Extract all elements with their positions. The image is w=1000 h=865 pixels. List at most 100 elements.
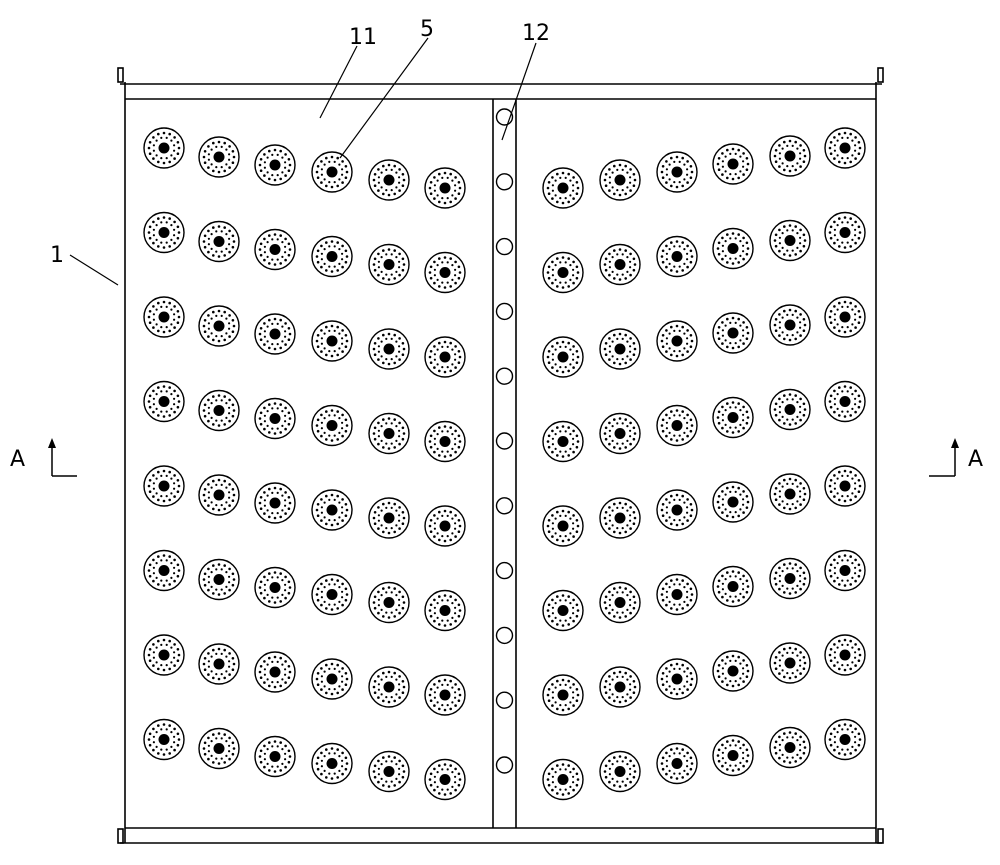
nozzle-hole	[372, 178, 376, 182]
nozzle-hole	[284, 512, 287, 515]
nozzle-hole	[287, 169, 291, 172]
nozzle-hole	[225, 571, 228, 574]
nozzle-hole	[344, 587, 348, 591]
nozzle-hole	[207, 665, 210, 668]
nozzle-hole	[165, 728, 168, 731]
nozzle-hole	[686, 603, 689, 607]
nozzle-hole	[268, 515, 271, 519]
nozzle-hole	[547, 603, 551, 607]
nozzle-hole	[675, 662, 679, 666]
nozzle-hole	[731, 262, 735, 265]
nozzle-hole	[436, 348, 439, 351]
nozzle-hole	[616, 337, 619, 340]
nozzle-hole	[207, 327, 210, 330]
nozzle-hole	[778, 743, 782, 746]
nozzle-hole	[212, 254, 215, 257]
nozzle-hole	[373, 522, 377, 525]
nozzle-hole	[398, 598, 401, 601]
nozzle-hole	[225, 247, 228, 250]
nozzle-hole	[551, 274, 555, 277]
nozzle-hole	[561, 708, 565, 712]
nozzle-hole	[373, 691, 377, 694]
nozzle-hole	[398, 337, 401, 340]
nozzle-hole	[788, 477, 792, 481]
nozzle-hole	[176, 225, 180, 229]
nozzle-hole	[316, 418, 320, 422]
nozzle-hole	[726, 148, 729, 152]
nozzle-hole	[783, 478, 786, 482]
nozzle-hole	[846, 664, 849, 667]
nozzle-hole	[380, 693, 383, 696]
nozzle-hole	[673, 414, 676, 417]
nozzle-hole	[675, 523, 679, 527]
nozzle-hole	[231, 403, 235, 407]
nozzle-hole	[330, 608, 334, 611]
nozzle-hole	[279, 262, 283, 265]
nozzle-hole	[231, 668, 235, 671]
nozzle-hole	[176, 648, 180, 651]
nozzle-hole	[284, 681, 287, 684]
nozzle-hole	[454, 281, 457, 285]
nozzle-hole	[390, 422, 393, 425]
nozzle-hole	[325, 325, 328, 329]
nozzle-hole	[446, 366, 449, 369]
nozzle-hole	[271, 511, 274, 515]
nozzle-hole	[344, 503, 348, 506]
nozzle-hole	[276, 596, 279, 599]
nozzle-hole	[398, 506, 401, 509]
nozzle-hole	[796, 246, 799, 249]
nozzle-hole	[721, 680, 724, 683]
nozzle-hole	[686, 434, 689, 438]
nozzle-hole	[315, 339, 319, 343]
nozzle-hole	[843, 300, 847, 304]
nozzle-hole	[554, 278, 557, 281]
nozzle-hole	[449, 341, 453, 345]
nozzle-hole	[165, 136, 168, 139]
nozzle-hole	[433, 197, 436, 200]
nozzle-hole	[556, 707, 559, 711]
nozzle-hole	[665, 582, 668, 586]
nozzle-hole	[377, 527, 380, 530]
nozzle-outer-ring	[656, 235, 698, 278]
nozzle-hole	[273, 655, 277, 659]
nozzle-hole	[791, 229, 794, 232]
nozzle-hole	[438, 369, 441, 373]
nozzle-hole	[263, 161, 266, 164]
nozzle-hole	[155, 562, 158, 565]
nozzle-hole	[546, 440, 550, 443]
nozzle-hole	[717, 759, 721, 763]
nozzle-hole	[689, 683, 693, 686]
nozzle-hole	[325, 748, 328, 751]
nozzle-hole	[377, 273, 380, 277]
nozzle-hole	[203, 488, 207, 491]
nozzle-hole	[603, 347, 607, 351]
nozzle-hole	[690, 424, 694, 427]
nozzle-hole	[569, 532, 572, 535]
nozzle-center	[383, 766, 395, 777]
nozzle-hole	[259, 422, 263, 426]
nozzle-hole	[794, 732, 797, 735]
nozzle-hole	[572, 691, 575, 694]
nozzle-hole	[176, 563, 180, 567]
nozzle-hole	[575, 530, 579, 533]
nozzle-hole	[778, 580, 782, 583]
nozzle-hole	[569, 264, 572, 267]
nozzle-hole	[276, 322, 279, 325]
nozzle-hole	[433, 268, 436, 271]
nozzle-hole	[457, 192, 461, 195]
nozzle-hole	[168, 752, 171, 755]
nozzle-hole	[443, 256, 447, 259]
nozzle-hole	[446, 599, 449, 602]
nozzle-hole	[742, 426, 745, 430]
nozzle-hole	[281, 156, 284, 159]
nozzle-hole	[613, 277, 616, 280]
nozzle-hole	[721, 173, 724, 176]
nozzle-hole	[783, 225, 786, 228]
nozzle-hole	[259, 169, 263, 172]
nozzle-hole	[608, 514, 612, 517]
nozzle	[656, 658, 698, 700]
nozzle-hole	[611, 425, 614, 428]
nozzle-hole	[390, 168, 393, 171]
nozzle-hole	[284, 251, 287, 254]
nozzle-hole	[458, 186, 462, 190]
